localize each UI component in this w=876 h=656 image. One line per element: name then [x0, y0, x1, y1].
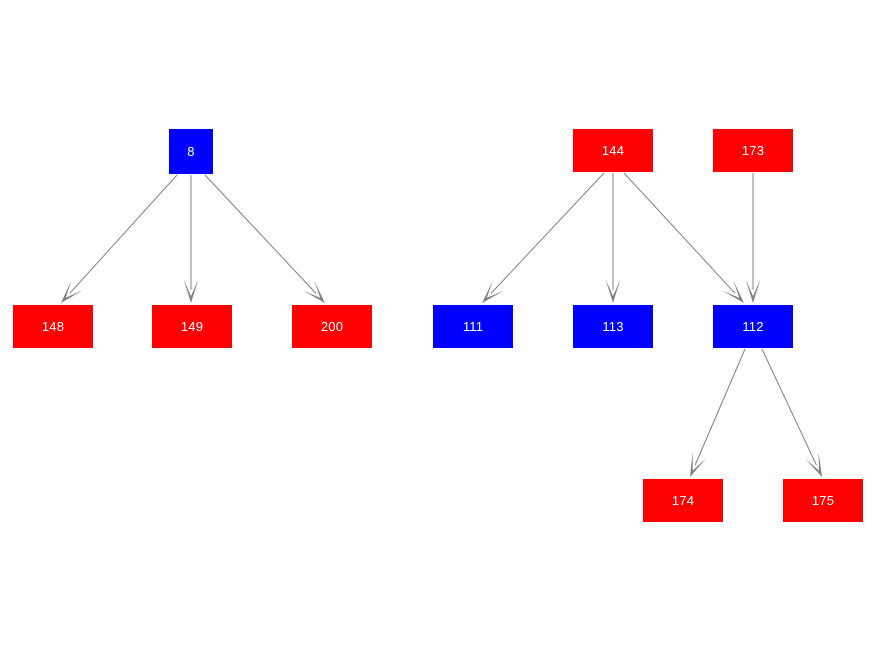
graph-node-148[interactable]: 148: [13, 305, 93, 348]
graph-node-label: 149: [180, 319, 204, 334]
graph-node-112[interactable]: 112: [713, 305, 793, 348]
graph-node-label: 173: [741, 143, 765, 158]
edge-arrowhead-icon: [745, 279, 761, 303]
graph-node-label: 174: [671, 493, 695, 508]
graph-node-8[interactable]: 8: [169, 129, 213, 174]
graph-node-label: 144: [601, 143, 625, 158]
edge-line: [761, 348, 817, 466]
edge-line: [694, 348, 746, 466]
edge-arrowhead-icon: [605, 279, 621, 303]
graph-node-149[interactable]: 149: [152, 305, 232, 348]
edge-line: [623, 172, 736, 294]
graph-edge: [482, 172, 605, 303]
graph-edge: [761, 348, 822, 477]
edge-arrowhead-icon: [722, 280, 744, 303]
graph-edge: [745, 173, 761, 303]
graph-node-175[interactable]: 175: [783, 479, 863, 522]
graph-node-144[interactable]: 144: [573, 129, 653, 172]
graph-node-label: 200: [320, 319, 344, 334]
edge-arrowhead-icon: [183, 279, 199, 303]
graph-node-label: 113: [602, 319, 624, 334]
edge-line: [204, 174, 317, 294]
edge-line: [490, 172, 605, 294]
graph-node-173[interactable]: 173: [713, 129, 793, 172]
graph-node-113[interactable]: 113: [573, 305, 653, 348]
graph-node-label: 148: [41, 319, 65, 334]
graph-edge: [183, 175, 199, 303]
edge-line: [69, 174, 178, 294]
graph-edge: [204, 174, 325, 303]
edge-arrowhead-icon: [61, 280, 83, 303]
graph-node-label: 112: [742, 319, 764, 334]
graph-node-174[interactable]: 174: [643, 479, 723, 522]
graph-node-200[interactable]: 200: [292, 305, 372, 348]
graph-edge: [623, 172, 744, 303]
graph-edge: [61, 174, 178, 303]
graph-node-111[interactable]: 111: [433, 305, 513, 348]
graph-node-label: 175: [811, 493, 835, 508]
edge-arrowhead-icon: [482, 280, 504, 303]
edge-arrowhead-icon: [805, 452, 822, 477]
graph-node-label: 111: [462, 319, 484, 334]
graph-edge: [605, 173, 621, 303]
edge-arrowhead-icon: [690, 451, 707, 477]
edge-arrowhead-icon: [303, 280, 325, 303]
graph-edge: [690, 348, 746, 477]
graph-node-label: 8: [187, 144, 195, 159]
